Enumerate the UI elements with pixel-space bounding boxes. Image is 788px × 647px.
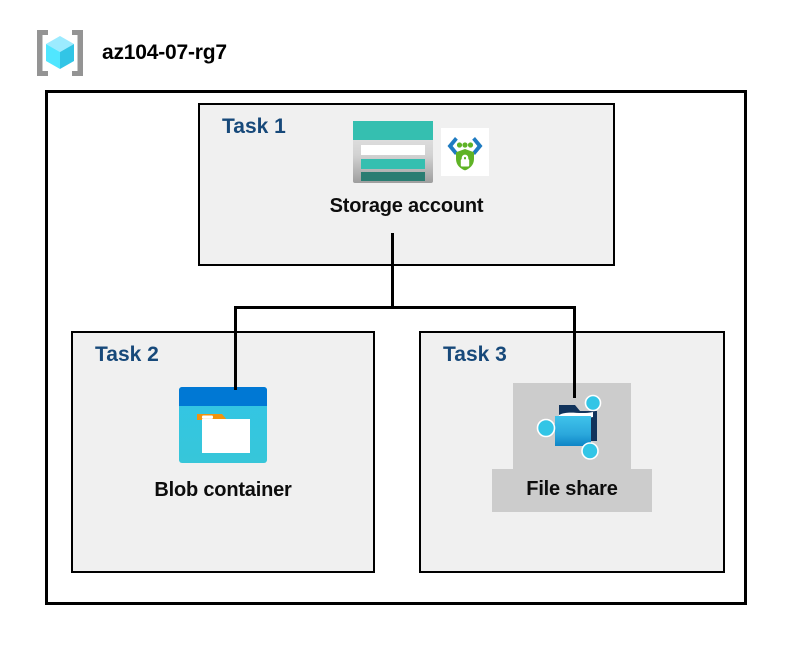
storage-account-icon <box>352 121 433 183</box>
connector-storage-trunk <box>391 233 394 308</box>
storage-security-shield-icon <box>440 128 489 176</box>
connector-to-blob-container <box>234 306 237 390</box>
task-2-group: Task 2 Blob container <box>71 331 375 573</box>
task-1-group: Task 1 <box>198 103 615 266</box>
blob-container-icon <box>179 387 267 463</box>
blob-container-node[interactable]: Blob container <box>73 386 373 502</box>
connector-horizontal-bus <box>234 306 576 309</box>
file-share-caption: File share <box>492 469 652 512</box>
file-share-icon <box>536 394 602 460</box>
file-share-node[interactable]: File share <box>421 383 723 512</box>
task-2-label: Task 2 <box>95 343 159 366</box>
resource-group-cube-icon <box>37 30 83 76</box>
page-title: az104-07-rg7 <box>102 41 227 64</box>
blob-container-caption: Blob container <box>154 479 292 501</box>
task-1-label: Task 1 <box>222 115 286 138</box>
storage-account-caption: Storage account <box>329 195 484 217</box>
task-3-group: Task 3 <box>419 331 725 573</box>
task-3-label: Task 3 <box>443 343 507 366</box>
file-share-icon-highlight <box>513 383 631 469</box>
storage-account-node[interactable]: Storage account <box>200 119 613 218</box>
resource-group-header: az104-07-rg7 <box>32 27 227 79</box>
connector-to-file-share <box>573 306 576 398</box>
storage-icon-row <box>351 119 489 185</box>
